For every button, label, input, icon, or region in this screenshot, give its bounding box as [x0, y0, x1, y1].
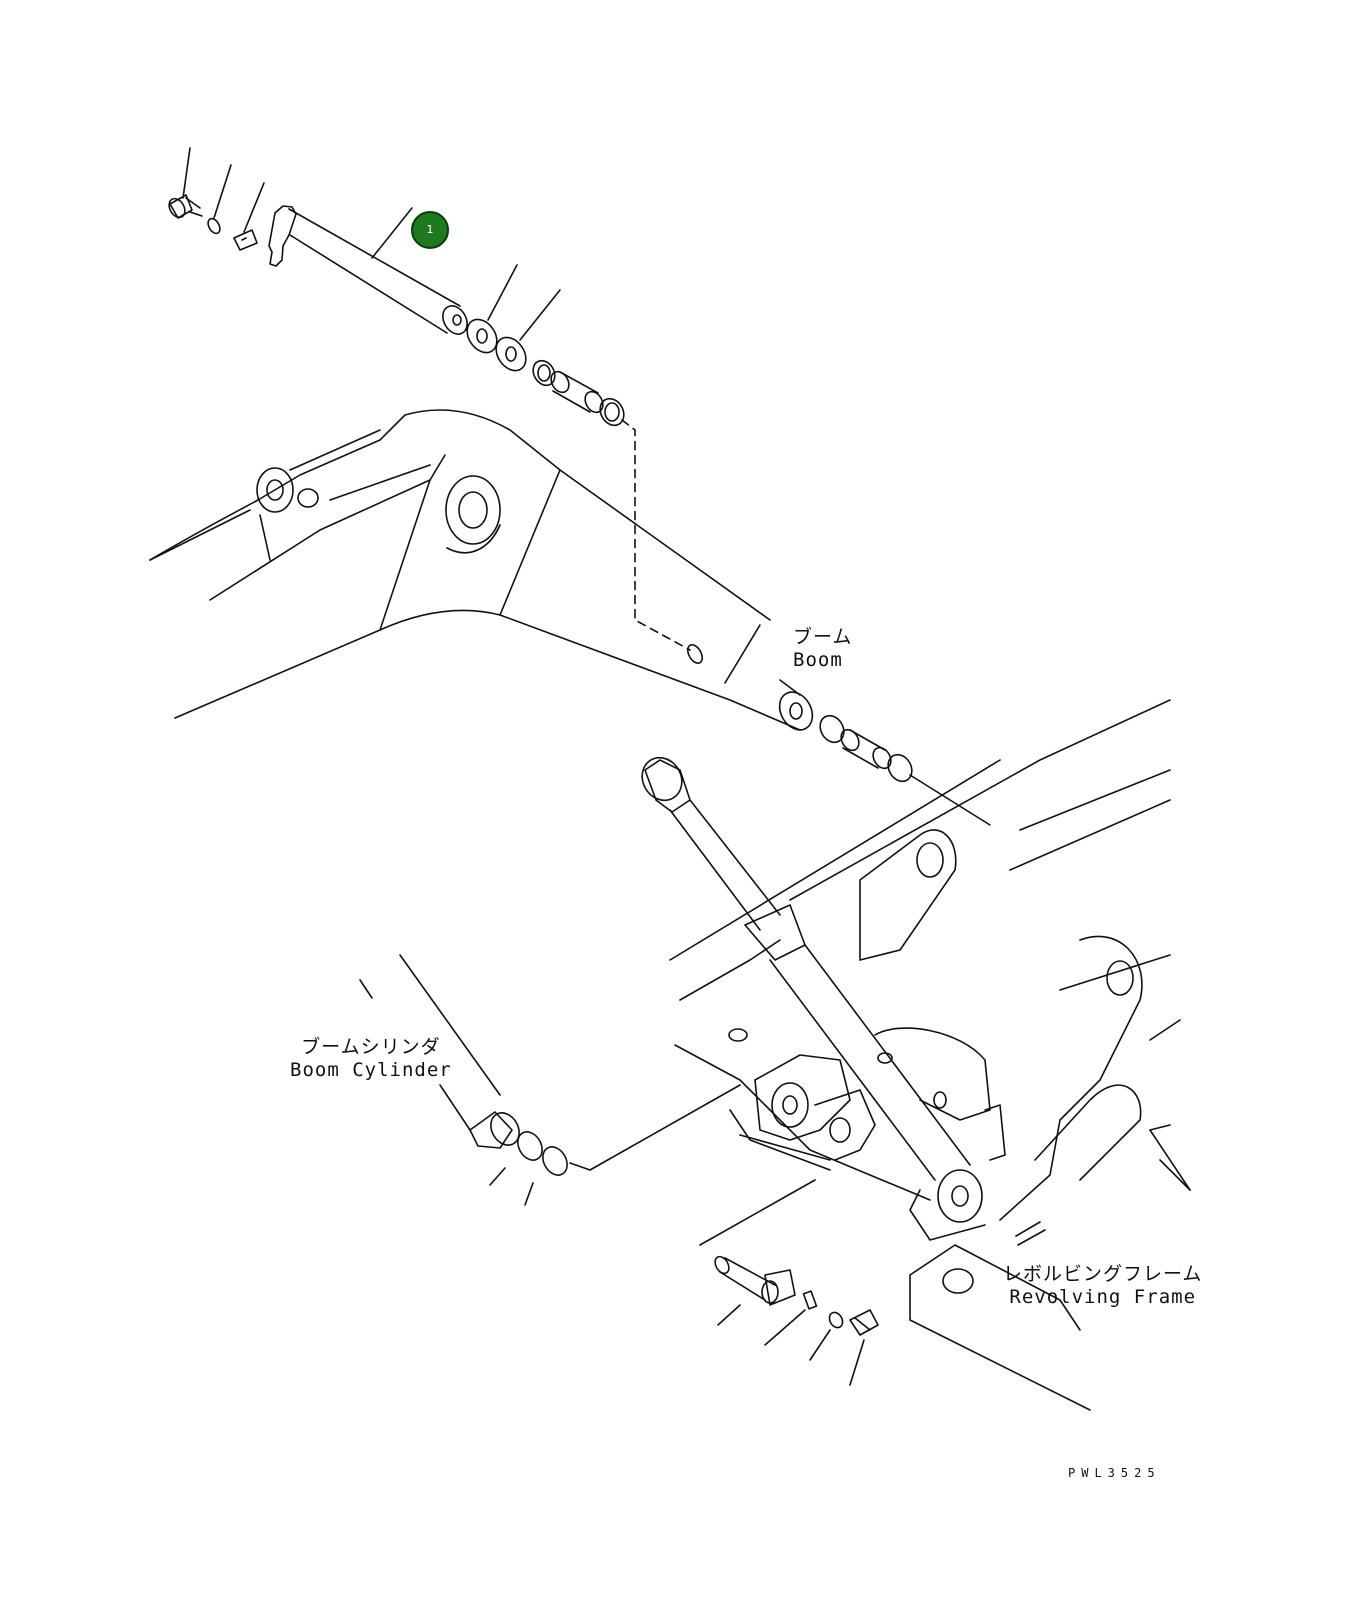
- boom-label-jp: ブーム: [793, 626, 853, 648]
- washer-bottom: [828, 1311, 844, 1329]
- bushing-top: [552, 371, 599, 413]
- lock-plate-top: [233, 229, 258, 251]
- revolving-frame-label-jp: レボルビングフレーム: [1003, 1263, 1203, 1285]
- bolt-bottom: [849, 1309, 879, 1386]
- bolt-top: [168, 194, 203, 219]
- pin-1: [268, 205, 468, 335]
- drawing-code: PWL3525: [1068, 1466, 1161, 1480]
- shim-1: [466, 318, 498, 354]
- shim-2: [495, 336, 527, 372]
- boom-arm-boss: [256, 467, 294, 513]
- seal-2: [599, 397, 625, 427]
- boom-foot-boss: [778, 691, 814, 731]
- boom-top-pin-assembly: [168, 147, 704, 664]
- revolving-frame: [669, 699, 1191, 1411]
- boom-foot-pin-assembly: [699, 1179, 879, 1386]
- boom-cylinder-label-jp: ブームシリンダ: [301, 1036, 441, 1058]
- lock-plate-bottom: [802, 1290, 818, 1310]
- boom-cylinder-label-en: Boom Cylinder: [290, 1059, 452, 1081]
- boom-label: ブーム Boom: [793, 626, 852, 672]
- boom: [149, 409, 991, 826]
- callout-marker-1[interactable]: 1: [411, 211, 449, 249]
- seal-1: [532, 359, 556, 387]
- washer-top: [207, 217, 221, 235]
- boom-label-en: Boom: [793, 649, 843, 671]
- revolving-frame-label-en: Revolving Frame: [1009, 1286, 1197, 1308]
- boom-cylinder-label: ブームシリンダ Boom Cylinder: [290, 1036, 452, 1082]
- boom-boss: [445, 475, 501, 545]
- boom-cylinder: [359, 756, 983, 1223]
- revolving-frame-label: レボルビングフレーム Revolving Frame: [1003, 1263, 1202, 1309]
